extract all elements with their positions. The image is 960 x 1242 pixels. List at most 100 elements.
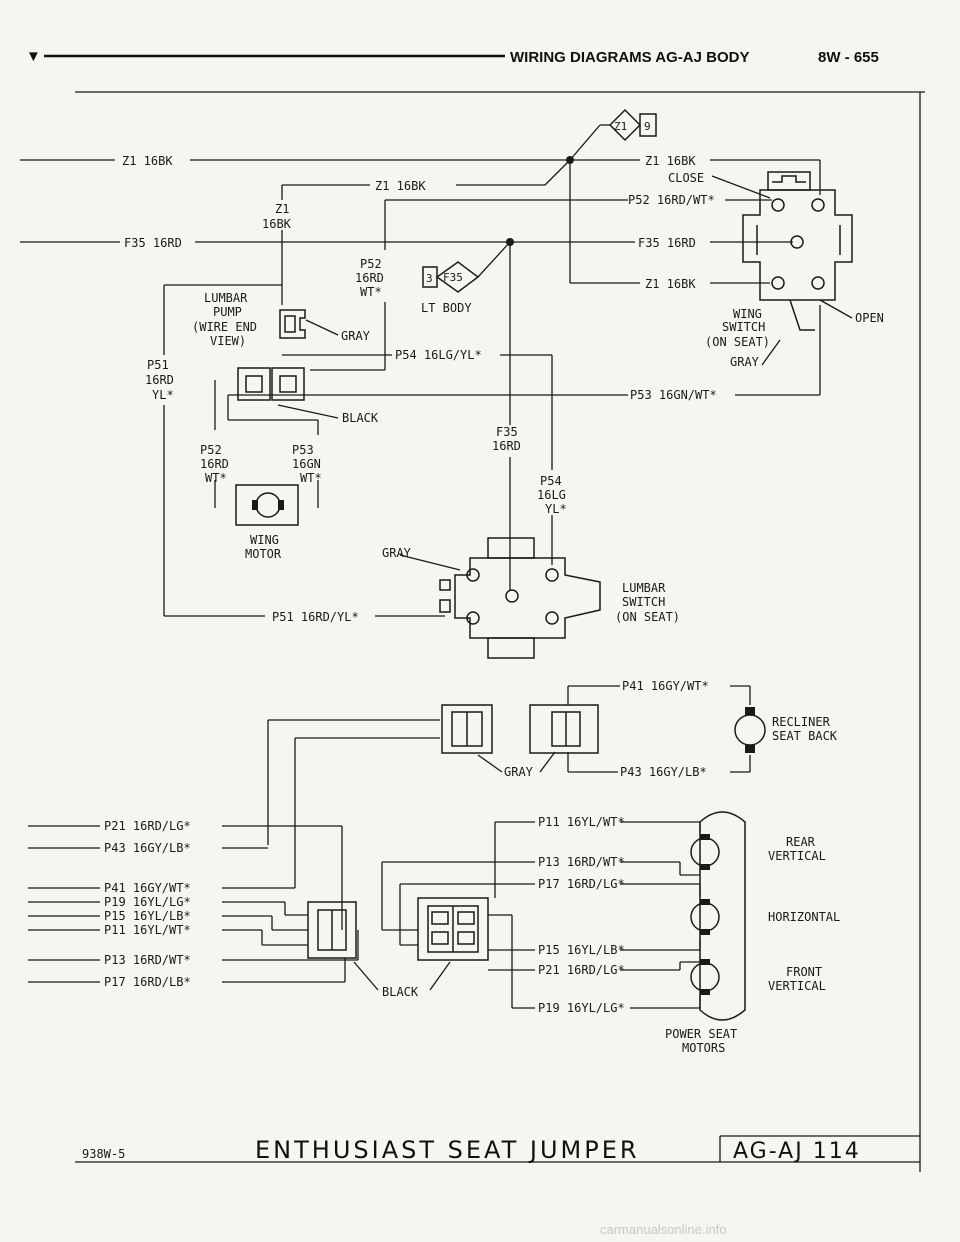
power-seat-motors xyxy=(690,811,746,1021)
power-seat-right-wires xyxy=(381,821,701,1009)
label-lumbar-switch-a: LUMBAR xyxy=(622,581,666,595)
label-lumbar-switch-b: SWITCH xyxy=(622,595,665,609)
recliner-wires xyxy=(267,685,751,888)
svg-text:9: 9 xyxy=(644,120,651,133)
label-p53-low-a: P53 xyxy=(292,443,314,457)
label-p54-vert-a: P54 xyxy=(540,474,562,488)
label-wing-motor-a: WING xyxy=(250,533,279,547)
label-recliner-a: RECLINER xyxy=(772,715,831,729)
header-marker: ▼ xyxy=(26,48,41,65)
label-f35-right: F35 16RD xyxy=(638,236,696,250)
lumbar-pump-connector xyxy=(279,309,306,339)
gray-recliner-arrow-right xyxy=(539,751,556,773)
open-arrow xyxy=(819,299,853,319)
label-p17-right: P17 16RD/LG* xyxy=(538,877,625,891)
label-recliner-b: SEAT BACK xyxy=(772,729,838,743)
label-black-bottom: BLACK xyxy=(382,985,419,999)
label-p51-vert-c: YL* xyxy=(152,388,174,402)
label-f35-vert-b: 16RD xyxy=(492,439,521,453)
label-f35-vert-a: F35 xyxy=(496,425,518,439)
diagram-code: AG-AJ 114 xyxy=(733,1139,861,1164)
diagram-frame xyxy=(75,91,925,1172)
wing-motor xyxy=(235,484,299,526)
label-wing-switch-a: WING xyxy=(733,307,762,321)
wire-labels: Z1 16BK Z1 16BK Z1 16BK Z1 16BK Z1 16BK … xyxy=(104,154,884,1055)
label-gray-pump: GRAY xyxy=(341,329,371,343)
splice-z1-node xyxy=(566,156,574,164)
label-p54-horiz: P54 16LG/YL* xyxy=(395,348,482,362)
label-lumbar-switch-c: (ON SEAT) xyxy=(615,610,680,624)
label-p19-left: P19 16YL/LG* xyxy=(104,895,191,909)
label-z1-16bk-mid: Z1 16BK xyxy=(375,179,426,193)
label-p51-bottom: P51 16RD/YL* xyxy=(272,610,359,624)
label-close: CLOSE xyxy=(668,171,704,185)
power-seat-connector-right xyxy=(417,897,489,961)
wing-motor-connector-black xyxy=(237,367,305,401)
recliner-connector-left xyxy=(441,704,493,754)
label-p52-vert-b: 16RD xyxy=(355,271,384,285)
label-p53-low-c: WT* xyxy=(300,471,322,485)
label-p43-left: P43 16GY/LB* xyxy=(104,841,191,855)
recliner-motor xyxy=(734,707,766,753)
label-p13-left: P13 16RD/WT* xyxy=(104,953,191,967)
splice-tag-3-f35: 3 F35 xyxy=(422,261,480,293)
power-seat-left-wires xyxy=(28,825,359,983)
label-p53-right: P53 16GN/WT* xyxy=(630,388,717,402)
label-wing-switch-b: SWITCH xyxy=(722,320,765,334)
label-p52-right: P52 16RD/WT* xyxy=(628,193,715,207)
label-p15-left: P15 16YL/LB* xyxy=(104,909,191,923)
label-horizontal: HORIZONTAL xyxy=(768,910,840,924)
label-p52-low-b: 16RD xyxy=(200,457,229,471)
splice-f35-node xyxy=(506,238,514,246)
label-lumbar-pump-a: LUMBAR xyxy=(204,291,248,305)
black-bottom-arrow-left xyxy=(353,961,379,991)
label-p43-top: P43 16GY/LB* xyxy=(620,765,707,779)
label-z1-16bk-right2: Z1 16BK xyxy=(645,277,696,291)
label-p21-right: P21 16RD/LG* xyxy=(538,963,625,977)
label-p19-right: P19 16YL/LG* xyxy=(538,1001,625,1015)
label-p52-vert-a: P52 xyxy=(360,257,382,271)
label-wing-switch-c: (ON SEAT) xyxy=(705,335,770,349)
label-p21-left: P21 16RD/LG* xyxy=(104,819,191,833)
black-bottom-arrow-right xyxy=(429,961,451,991)
svg-text:Z1: Z1 xyxy=(614,120,627,133)
label-p17-left: P17 16RD/LB* xyxy=(104,975,191,989)
recliner-connector-right xyxy=(529,704,599,754)
svg-text:3: 3 xyxy=(426,272,433,285)
label-gray-lumbar: GRAY xyxy=(382,546,412,560)
header-title: WIRING DIAGRAMS AG-AJ BODY xyxy=(510,49,749,66)
label-z1-16bk-left: Z1 16BK xyxy=(122,154,173,168)
header-page-number: 8W - 655 xyxy=(818,49,879,66)
label-rear-vertical-a: REAR xyxy=(786,835,816,849)
svg-text:F35: F35 xyxy=(443,271,463,284)
label-wing-motor-b: MOTOR xyxy=(245,547,282,561)
top-wires xyxy=(20,124,821,617)
splice-tag-z1-9: Z1 9 xyxy=(608,108,657,142)
label-p54-vert-c: YL* xyxy=(545,502,567,516)
label-lumbar-pump-b: PUMP xyxy=(213,305,242,319)
black-top-arrow xyxy=(277,404,339,419)
label-p13-right: P13 16RD/WT* xyxy=(538,855,625,869)
label-p52-vert-c: WT* xyxy=(360,285,382,299)
label-lt-body: LT BODY xyxy=(421,301,472,315)
watermark: carmanualsonline.info xyxy=(600,1222,727,1237)
label-front-vertical-a: FRONT xyxy=(786,965,822,979)
label-front-vertical-b: VERTICAL xyxy=(768,979,826,993)
label-p15-right: P15 16YL/LB* xyxy=(538,943,625,957)
label-p11-right: P11 16YL/WT* xyxy=(538,815,625,829)
label-p54-vert-b: 16LG xyxy=(537,488,566,502)
label-lumbar-pump-c: (WIRE END xyxy=(192,320,257,334)
label-p52-low-c: WT* xyxy=(205,471,227,485)
gray-recliner-arrow-left xyxy=(477,754,503,773)
gray-lumbar-arrow xyxy=(399,554,461,571)
figure-id: 938W-5 xyxy=(82,1147,125,1161)
power-seat-connector-left xyxy=(307,901,357,959)
gray-pump-arrow xyxy=(305,319,339,336)
label-z1-16bk-right: Z1 16BK xyxy=(645,154,696,168)
label-gray-wing: GRAY xyxy=(730,355,760,369)
label-gray-recliner: GRAY xyxy=(504,765,534,779)
label-p52-low-a: P52 xyxy=(200,443,222,457)
gray-wing-arrow xyxy=(761,339,781,366)
